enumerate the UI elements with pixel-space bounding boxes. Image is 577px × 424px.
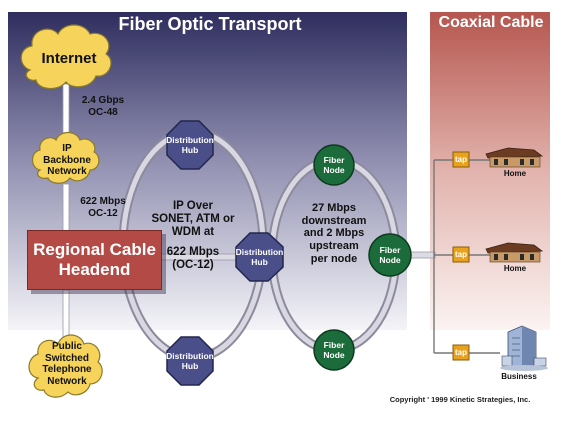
coax-section-header: Coaxial Cable — [438, 14, 544, 31]
distribution-hub-right — [235, 232, 284, 282]
coax-panel — [430, 12, 550, 330]
tap-2 — [452, 246, 470, 263]
link-headend-pstn — [62, 289, 70, 341]
tap-1 — [452, 151, 470, 168]
internet-label: Internet — [41, 50, 97, 67]
copyright: Copyright ' 1999 Kinetic Strategies, Inc… — [389, 395, 531, 404]
ip-backbone-label: IP Backbone Network — [43, 143, 91, 177]
home-icon — [485, 147, 544, 168]
link-backbone-headend — [62, 183, 70, 233]
tap-3-label: tap — [455, 348, 467, 357]
pstn-cloud — [28, 334, 103, 398]
business-building-icon — [500, 325, 548, 371]
tap-2-label: tap — [455, 250, 467, 259]
distribution-hub-top — [166, 120, 214, 170]
ip-backbone-cloud — [31, 131, 100, 184]
business-label: Business — [501, 372, 537, 381]
home-1-label: Home — [503, 169, 527, 178]
fiber-node-bottom — [313, 329, 355, 371]
sonet-ring-label: IP Over SONET, ATM or WDM at 622 Mbps (O… — [151, 200, 235, 271]
pstn-label: Public Switched Telephone Network — [42, 341, 92, 387]
tap-1-label: tap — [455, 155, 467, 164]
link-label-oc48: 2.4 Gbps OC-48 — [81, 95, 125, 118]
fiber-node-top — [313, 144, 355, 186]
tap-3 — [452, 344, 470, 361]
link-label-oc12: 622 Mbps OC-12 — [80, 196, 126, 219]
internet-cloud — [20, 24, 112, 90]
distribution-hub-bottom — [166, 336, 214, 386]
fiber-node-right — [368, 233, 412, 277]
regional-cable-headend: Regional Cable Headend — [27, 230, 162, 290]
home-2-label: Home — [503, 264, 527, 273]
fiber-section-header: Fiber Optic Transport — [118, 14, 302, 34]
node-ring-label: 27 Mbps downstream and 2 Mbps upstream p… — [301, 202, 367, 265]
link-internet-backbone — [62, 83, 70, 137]
home-icon — [485, 242, 544, 263]
